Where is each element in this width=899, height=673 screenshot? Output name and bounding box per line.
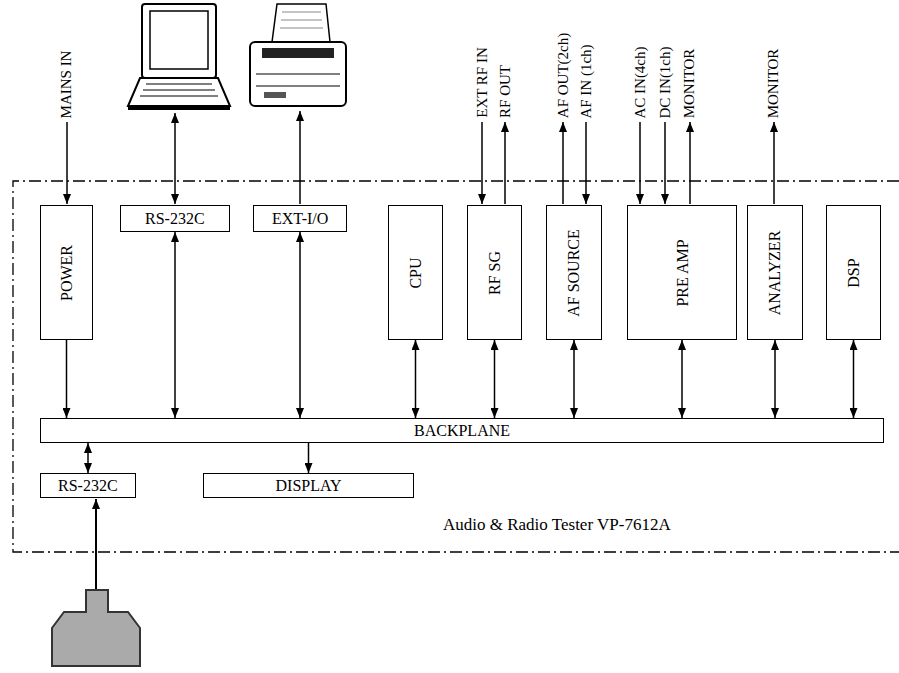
module-box: PRE AMP — [627, 205, 737, 340]
bus-connector — [174, 232, 176, 418]
printer-paper — [272, 4, 330, 42]
laptop-edge — [128, 106, 230, 110]
interface-box: RS-232C — [40, 473, 136, 498]
signal-name: AF IN (1ch) — [578, 44, 595, 118]
signal-wire — [664, 122, 666, 204]
signal-name: AF OUT(2ch) — [555, 33, 572, 118]
bus-connector — [66, 340, 68, 418]
block-label: PRE AMP — [673, 239, 691, 306]
laptop-icon — [128, 4, 230, 110]
block-label: DSP — [845, 258, 863, 287]
signal-name: MONITOR — [765, 48, 782, 118]
module-box: RF SG — [467, 205, 522, 340]
signal-wire — [504, 122, 506, 204]
bus-connector — [573, 340, 575, 418]
printer-wire — [299, 111, 301, 204]
signal-name: MONITOR — [681, 48, 698, 118]
printer-icon — [250, 4, 346, 106]
block-label: RS-232C — [145, 210, 205, 228]
laptop-base — [128, 78, 230, 106]
block-label: BACKPLANE — [414, 422, 510, 440]
laptop-screen — [150, 11, 208, 69]
signal-name: DC IN(1ch) — [657, 46, 674, 118]
laptop-lid — [142, 4, 216, 78]
module-box: CPU — [388, 205, 443, 340]
interface-box: EXT-I/O — [253, 205, 347, 232]
bus-connector — [415, 340, 417, 418]
block-label: DISPLAY — [276, 477, 342, 495]
signal-name: EXT RF IN — [473, 47, 490, 118]
signal-name: MAINS IN — [58, 50, 75, 118]
bus-connector — [853, 340, 855, 418]
mains-wire — [66, 122, 68, 204]
signal-name: AC IN(4ch) — [632, 46, 649, 118]
block-label: EXT-I/O — [272, 210, 328, 228]
block-label: ANALYZER — [766, 230, 784, 315]
printer-paper-lines — [280, 12, 323, 28]
bus-connector — [774, 340, 776, 418]
module-box: ANALYZER — [747, 205, 803, 340]
block-label: RF SG — [486, 250, 504, 294]
backplane-bus: BACKPLANE — [40, 418, 884, 443]
bus-connector — [308, 443, 310, 473]
module-box: AF SOURCE — [546, 205, 602, 340]
bus-connector — [681, 340, 683, 418]
printer-body — [250, 42, 346, 106]
module-box: POWER — [40, 205, 93, 340]
printer-panel — [264, 92, 286, 98]
block-label: CPU — [407, 257, 425, 288]
device-name: Audio & Radio Tester VP-7612A — [443, 516, 671, 534]
block-label: POWER — [58, 245, 76, 301]
signal-wire — [562, 122, 564, 204]
signal-wire — [639, 122, 641, 204]
laptop-keys — [140, 84, 218, 96]
signal-wire — [585, 122, 587, 204]
controller-icon — [52, 590, 140, 666]
interface-box: RS-232C — [120, 205, 230, 232]
display-box: DISPLAY — [203, 473, 414, 498]
dash-dot-line — [13, 181, 899, 552]
module-box: DSP — [826, 205, 881, 340]
signal-wire — [481, 122, 483, 204]
bus-connector — [87, 443, 89, 473]
signal-name: RF OUT — [496, 65, 513, 118]
device-enclosure: Audio & Radio Tester VP-7612A POWER RS-232… — [12, 180, 899, 553]
signal-wire — [689, 122, 691, 204]
block-label: RS-232C — [58, 477, 118, 495]
printer-slot — [262, 48, 334, 58]
controller-wire — [95, 499, 97, 589]
pc-wire — [174, 113, 176, 204]
bus-connector — [494, 340, 496, 418]
signal-wire — [773, 122, 775, 204]
block-label: AF SOURCE — [565, 229, 583, 317]
bus-connector — [299, 232, 301, 418]
printer-lines — [256, 74, 340, 86]
